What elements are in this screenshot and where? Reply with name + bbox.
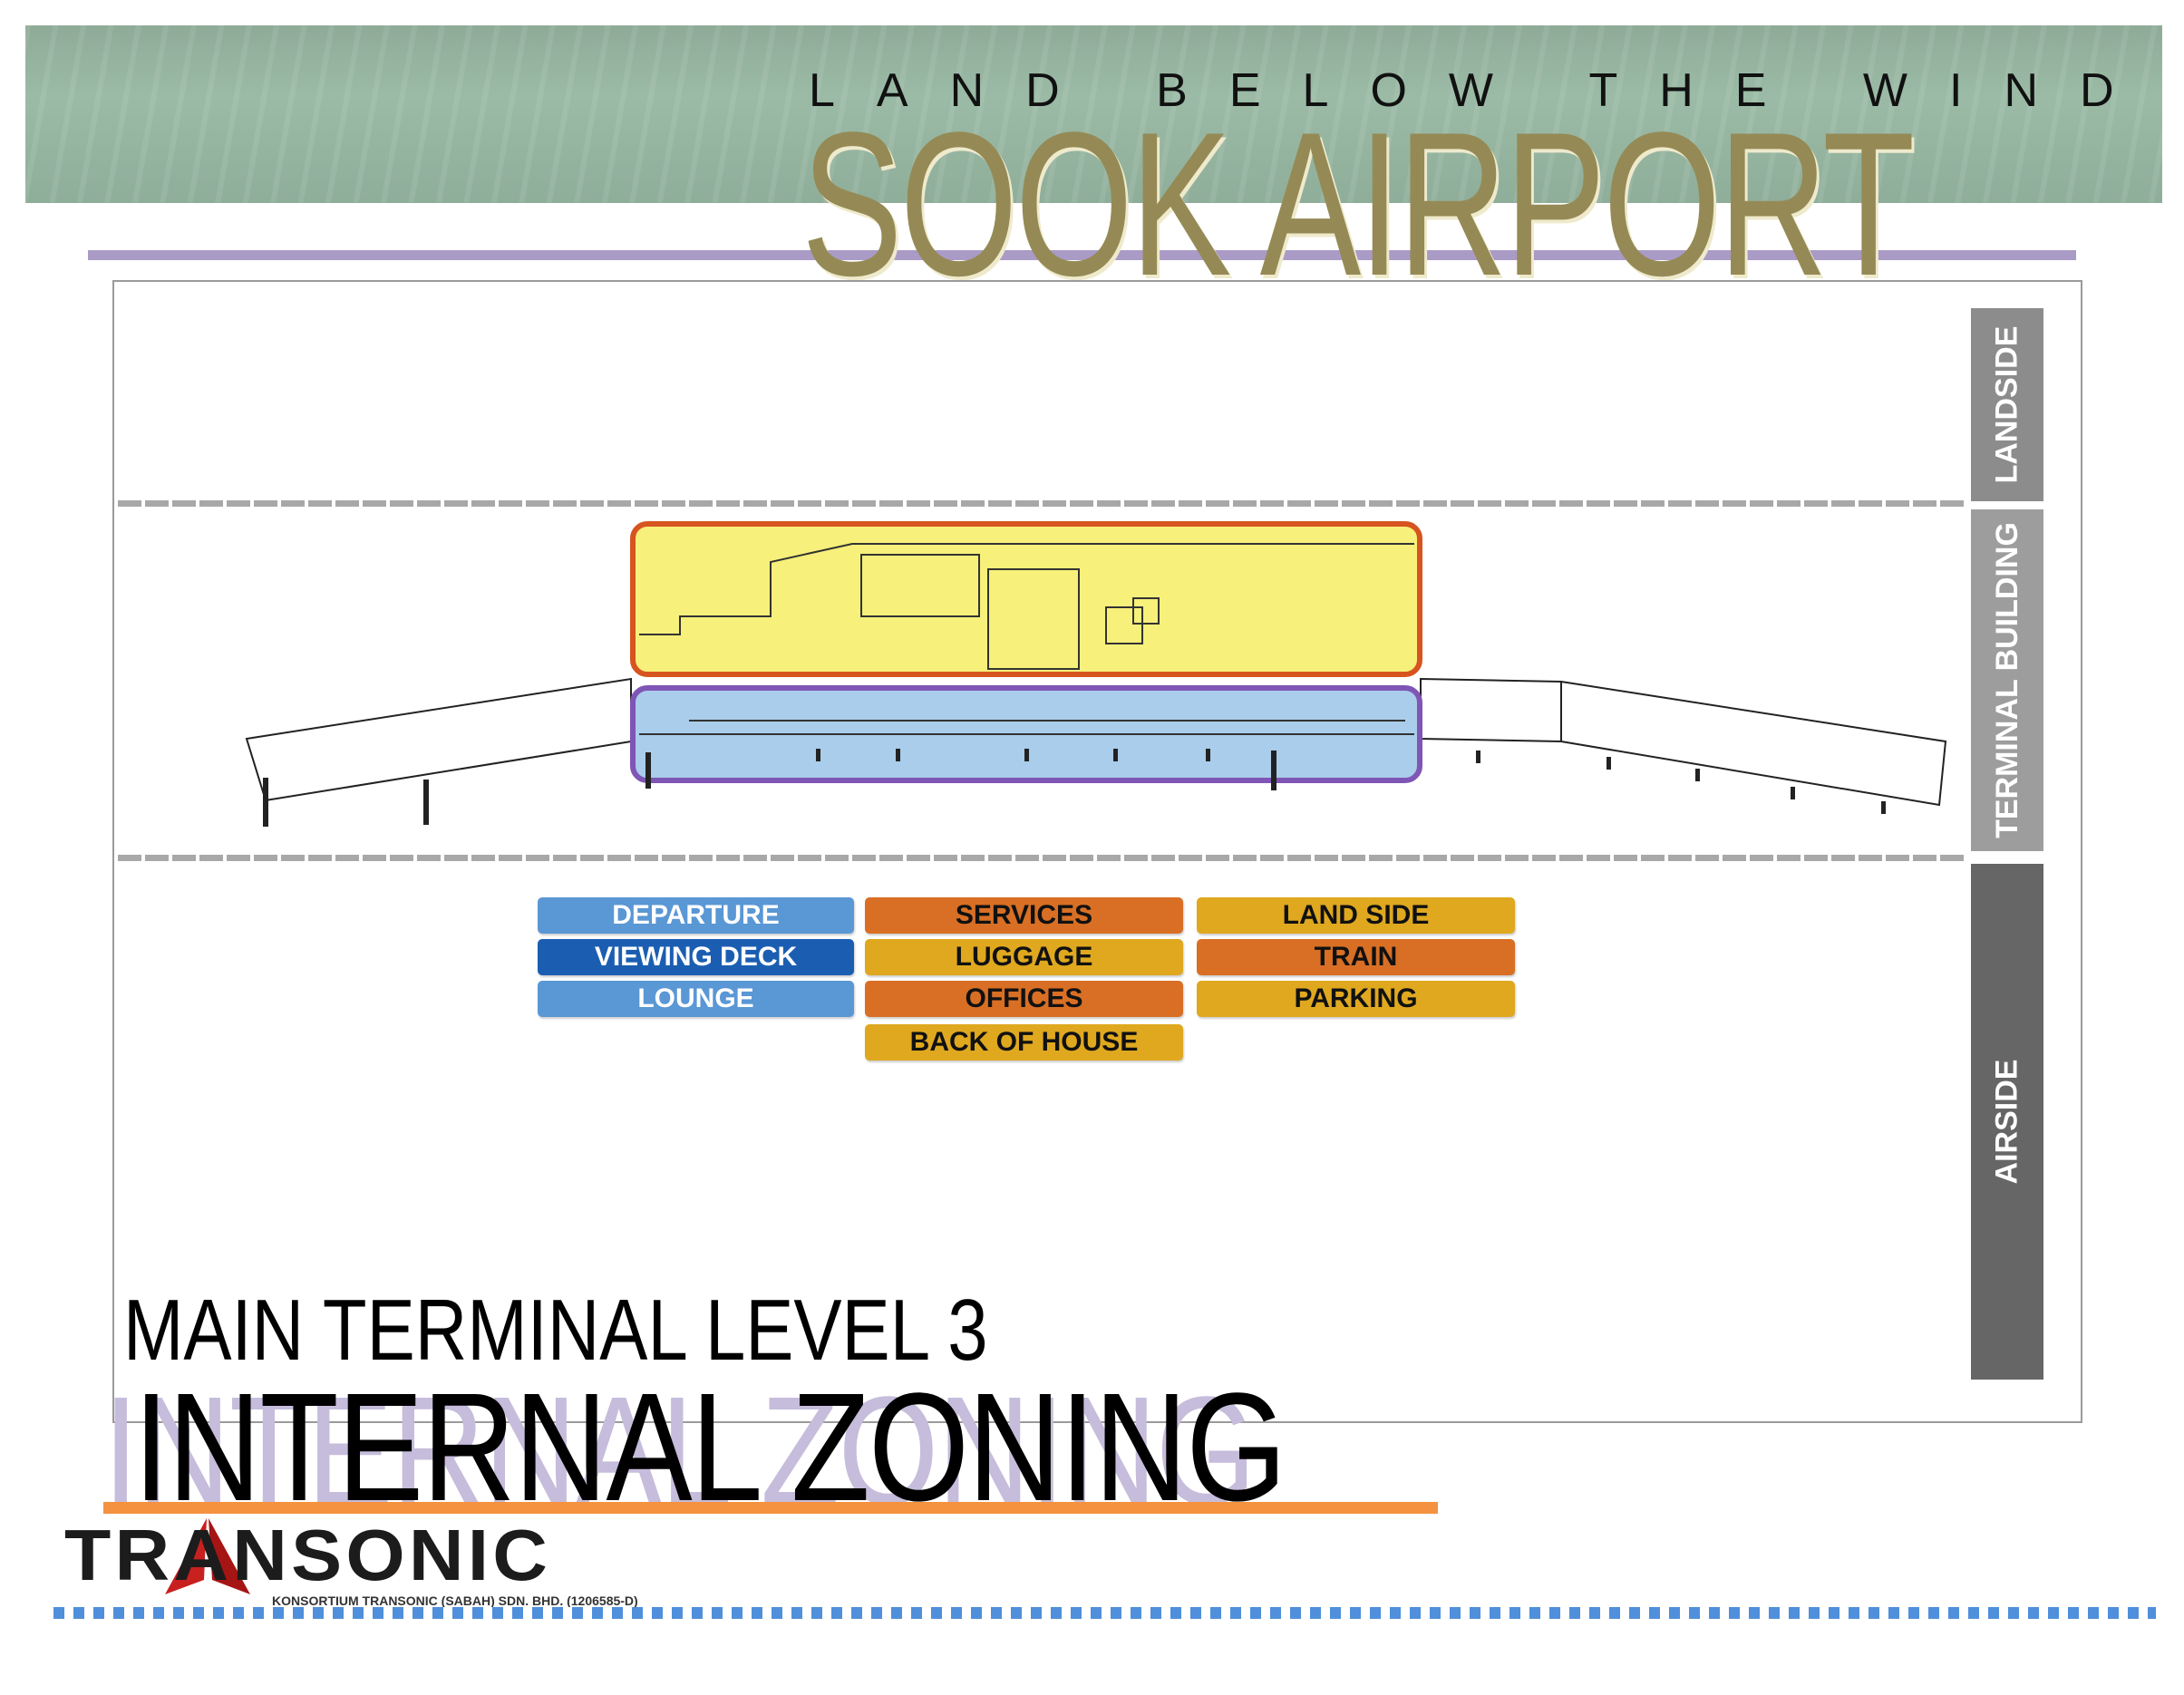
legend-viewing-deck: VIEWING DECK bbox=[538, 939, 854, 975]
level-subtitle: MAIN TERMINAL LEVEL 3 bbox=[123, 1282, 988, 1379]
header-banner bbox=[25, 25, 2162, 203]
company-name: KONSORTIUM TRANSONIC (SABAH) SDN. BHD. (… bbox=[272, 1593, 638, 1608]
legend-back-of-house: BACK OF HOUSE bbox=[865, 1024, 1183, 1061]
terminal-building-label: TERMINAL BUILDING bbox=[1971, 509, 2043, 851]
airside-label: AIRSIDE bbox=[1971, 864, 2043, 1380]
legend-train: TRAIN bbox=[1197, 939, 1515, 975]
legend-lounge: LOUNGE bbox=[538, 981, 854, 1017]
legend-offices: OFFICES bbox=[865, 981, 1183, 1017]
right-pier bbox=[1420, 677, 1947, 807]
footer-dotted-line bbox=[53, 1607, 2156, 1619]
page-title: SOOK AIRPORT bbox=[801, 89, 1915, 318]
transonic-logo: TRANSONIC bbox=[64, 1515, 552, 1595]
plan-frame bbox=[112, 280, 2082, 1423]
landside-boundary bbox=[118, 500, 1967, 507]
legend-parking: PARKING bbox=[1197, 981, 1515, 1017]
transonic-logo-mark bbox=[165, 1518, 250, 1594]
legend-land-side: LAND SIDE bbox=[1197, 897, 1515, 934]
floor-plan-walls bbox=[639, 543, 1414, 735]
header-divider bbox=[88, 250, 2076, 260]
legend-luggage: LUGGAGE bbox=[865, 939, 1183, 975]
legend-departure: DEPARTURE bbox=[538, 897, 854, 934]
tagline: LAND BELOW THE WIND bbox=[809, 64, 2156, 117]
gates bbox=[263, 749, 1886, 827]
airside-boundary bbox=[118, 855, 1967, 861]
zone-services bbox=[630, 521, 1422, 677]
section-title: INTERNAL ZONING bbox=[133, 1361, 1286, 1534]
landside-label: LANDSIDE bbox=[1971, 308, 2043, 501]
legend-services: SERVICES bbox=[865, 897, 1183, 934]
left-pier bbox=[245, 677, 632, 802]
title-underline bbox=[103, 1502, 1438, 1514]
